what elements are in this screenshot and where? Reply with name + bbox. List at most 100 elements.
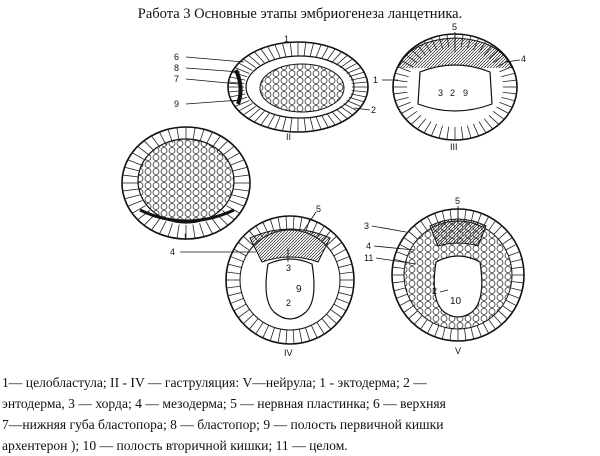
cell-wall (441, 210, 446, 223)
cell-wall (315, 44, 322, 58)
stage-iii-label: III (450, 142, 458, 152)
cell-wall (233, 188, 250, 192)
label-2-stage-iv: 2 (286, 298, 291, 308)
cell-wall (243, 313, 254, 325)
cell-wall (303, 42, 307, 57)
cell-wall (330, 242, 343, 251)
cell-wall (131, 205, 146, 214)
cell-wall (260, 48, 270, 61)
cell-wall (255, 322, 264, 335)
stage-iii-gastrula: 5 1 4 3 2 9 III (373, 22, 526, 152)
label-8: 8 (174, 63, 179, 73)
cell-wall (511, 266, 524, 269)
cell-wall (289, 117, 293, 132)
cell-wall (492, 54, 505, 63)
cell-wall (292, 216, 295, 231)
cell-wall (274, 44, 281, 58)
cell-wall (492, 111, 505, 120)
cell-wall (351, 81, 368, 84)
label-5-stage-v: 5 (455, 196, 460, 206)
cell-wall (326, 313, 337, 325)
cell-wall (269, 327, 275, 341)
cell-wall (460, 34, 464, 48)
cell-wall (231, 166, 248, 172)
cell-wall (222, 210, 235, 220)
cell-wall (499, 101, 513, 108)
cell-wall (277, 217, 282, 231)
cell-wall (217, 140, 229, 152)
cell-wall (426, 216, 434, 228)
cell-wall (310, 325, 318, 339)
cell-wall (343, 103, 358, 112)
cell-wall (498, 230, 508, 240)
cell-wall (408, 230, 418, 240)
cell-wall (237, 242, 250, 251)
cell-wall (399, 299, 411, 307)
cell-wall (338, 292, 353, 297)
cell-wall (482, 322, 490, 334)
cell-wall (399, 243, 411, 251)
cell-wall (346, 100, 362, 107)
label-6: 6 (174, 52, 179, 62)
cell-wall (238, 103, 253, 112)
cell-wall (343, 62, 358, 71)
cell-wall (350, 76, 367, 81)
figure-caption: 1— целобластула; II - IV — гаструляция: … (2, 372, 596, 456)
label-5-stage-iii: 5 (452, 22, 457, 32)
cell-wall (238, 62, 253, 71)
cell-wall (397, 101, 411, 108)
cell-wall (393, 287, 406, 292)
cell-wall (502, 91, 517, 95)
cell-wall (441, 327, 446, 340)
cell-wall (282, 117, 287, 131)
stage-i-coeloblastula: I (121, 126, 251, 242)
cell-wall (476, 213, 482, 225)
cell-wall (502, 305, 513, 313)
cell-wall (227, 263, 242, 268)
cell-wall (222, 146, 235, 156)
cell-wall (233, 303, 247, 312)
cell-wall (199, 129, 205, 143)
cell-wall (348, 71, 365, 78)
cell-wall (434, 213, 440, 225)
cell-wall (254, 51, 265, 64)
cell-wall (192, 127, 196, 142)
cell-wall (233, 174, 250, 178)
cell-wall (449, 209, 452, 222)
cell-wall (292, 329, 295, 344)
cell-wall (392, 266, 405, 269)
cell-wall (321, 230, 332, 242)
cell-wall (310, 221, 318, 235)
label-4-stage-iii: 4 (521, 54, 526, 64)
cell-wall (336, 298, 350, 304)
cell-wall (131, 152, 146, 161)
cell-wall (331, 51, 342, 64)
cell-wall (274, 116, 281, 130)
cell-wall (335, 108, 348, 120)
cell-wall (410, 114, 422, 125)
cell-wall (309, 117, 314, 131)
cell-wall (416, 118, 427, 130)
cell-wall (229, 200, 245, 207)
cell-wall (339, 58, 353, 68)
cell-wall (488, 220, 496, 231)
cell-wall (262, 325, 270, 339)
cell-wall (230, 298, 244, 304)
cell-wall (416, 44, 427, 56)
cell-wall (226, 285, 241, 289)
cell-wall (267, 114, 275, 128)
cell-wall (438, 35, 443, 49)
cell-wall (430, 37, 437, 51)
cell-wall (405, 54, 418, 63)
cell-wall (339, 271, 354, 275)
label-1-stage-iii: 1 (373, 75, 378, 85)
cell-wall (396, 293, 408, 299)
cell-wall (167, 223, 173, 237)
cell-wall (267, 46, 275, 60)
cell-wall (396, 251, 408, 257)
cell-wall (511, 281, 524, 284)
cell-wall (397, 66, 411, 73)
cell-wall (392, 281, 405, 284)
cell-wall (473, 123, 480, 137)
label-2-stage-iii: 2 (450, 88, 455, 98)
